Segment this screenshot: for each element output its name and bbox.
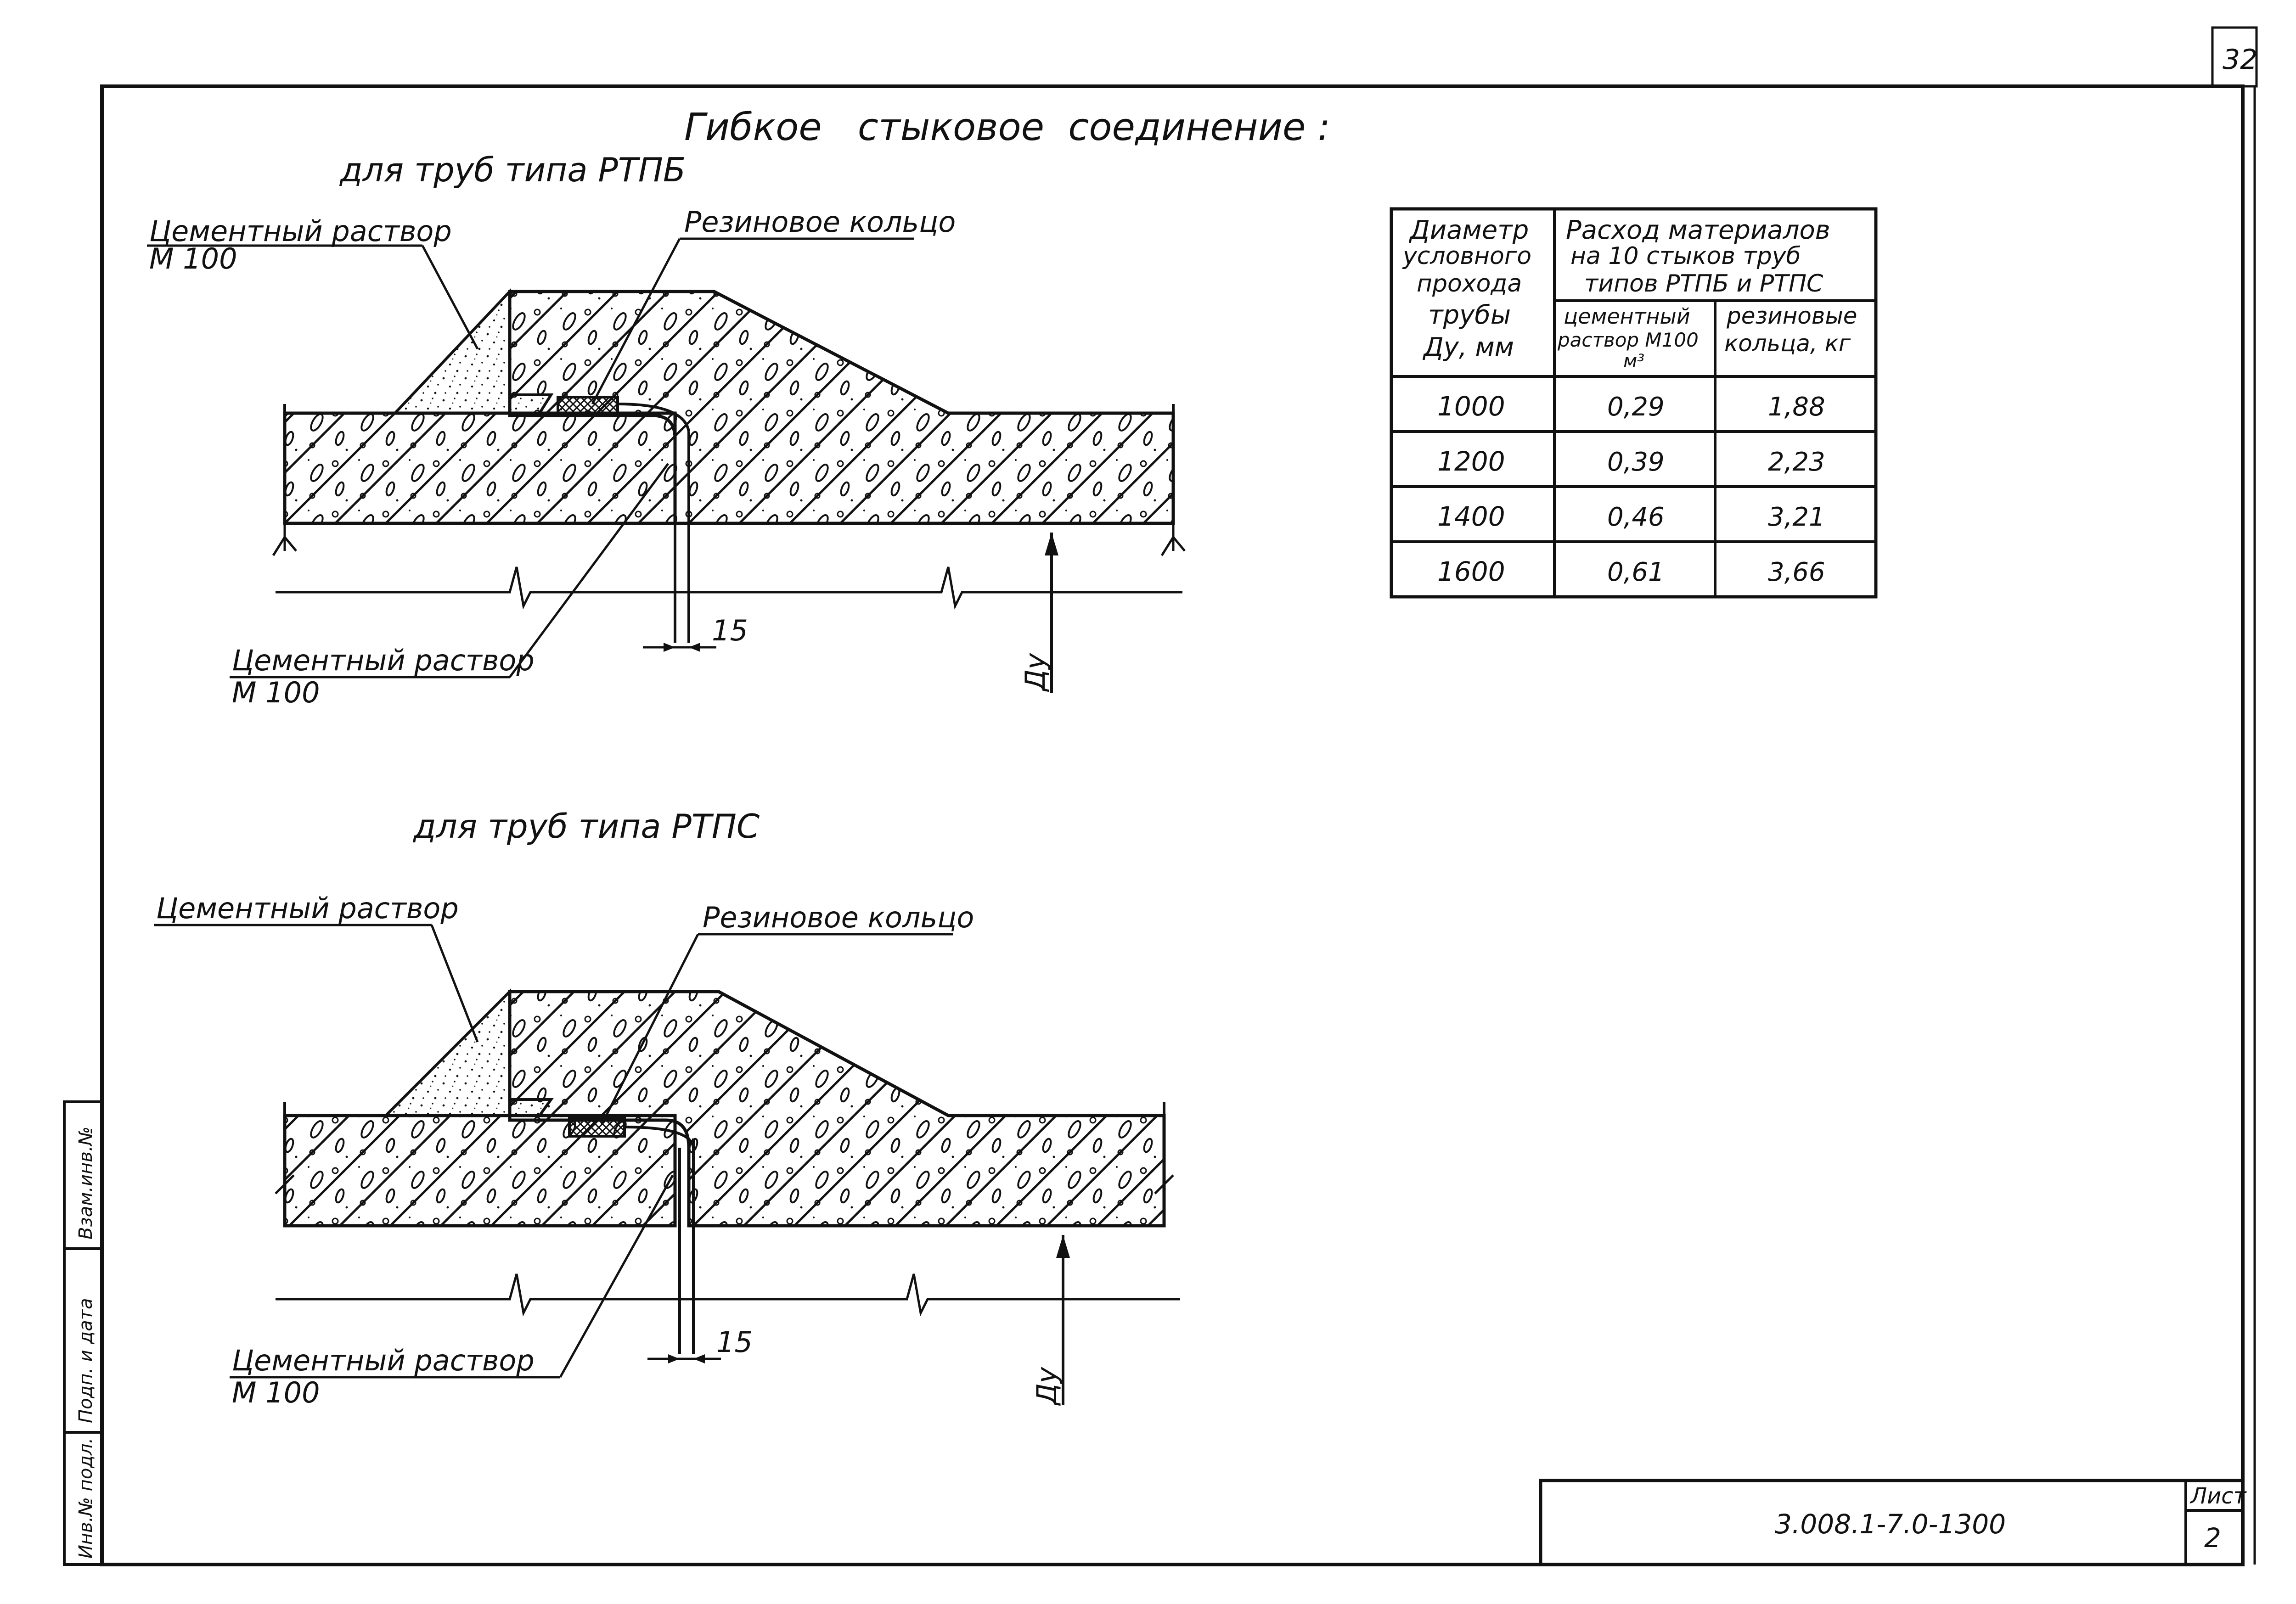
cell-diameter: 1600 (1437, 556, 1505, 587)
cell-rings: 2,23 (1768, 447, 1825, 477)
detail-rtpb-dim-diameter: Ду (1019, 652, 1052, 692)
sheet-number: 2 (2204, 1522, 2221, 1554)
table-border (1390, 207, 1878, 599)
detail-rtps: для труб типа РТПС Ду 15 Цементный раств… (154, 807, 1180, 1409)
detail-rtpb-subtitle: для труб типа РТПБ (339, 151, 686, 189)
drawing-title: Гибкое стыковое соединение : (684, 106, 1330, 149)
mortar-wedge (392, 288, 554, 415)
cell-mortar: 0,46 (1607, 502, 1665, 532)
detail-rtpb-label-mortar-top-l2: М 100 (149, 242, 237, 275)
pipe-left-section (283, 411, 677, 525)
detail-rtpb-label-mortar-bottom-l1: Цементный раствор (232, 644, 535, 677)
cell-mortar: 0,29 (1607, 392, 1665, 422)
cell-diameter: 1000 (1437, 391, 1505, 422)
table-row: 1000 0,29 1,88 (1437, 391, 1825, 422)
margin-label-signature-date: Подп. и дата (75, 1298, 96, 1423)
th-mortar-l2: раствор М100 (1557, 329, 1699, 351)
detail-rtps-label-mortar-bottom-l2: М 100 (232, 1376, 320, 1409)
th-group-l1: Расход материалов (1566, 215, 1830, 245)
mortar-wedge (382, 988, 554, 1117)
cell-rings: 1,88 (1768, 392, 1825, 422)
th-mortar-l1: цементный (1564, 304, 1690, 329)
margin-label-original-inv: Инв.№ подл. (75, 1438, 96, 1559)
detail-rtpb-label-mortar-bottom-l2: М 100 (232, 676, 320, 709)
document-code: 3.008.1-7.0-1300 (1775, 1509, 2006, 1540)
diameter-base-line (276, 1273, 1180, 1317)
materials-table: Диаметр условного прохода трубы Ду, мм Р… (1390, 207, 1878, 599)
cell-diameter: 1400 (1437, 501, 1505, 532)
diameter-base-line (276, 566, 1182, 610)
th-diameter-l3: прохода (1417, 270, 1522, 297)
table-row: 1200 0,39 2,23 (1437, 446, 1825, 477)
detail-rtpb-label-ring: Резиновое кольцо (684, 205, 956, 239)
th-rings-l1: резиновые (1726, 303, 1857, 329)
margin-strip (63, 1100, 103, 1566)
th-diameter-l2: условного (1402, 242, 1531, 270)
detail-rtps-label-ring: Резиновое кольцо (703, 901, 974, 934)
margin-label-replacement-inv: Взам.инв.№ (75, 1127, 96, 1239)
detail-rtps-dim-diameter: Ду (1031, 1366, 1063, 1406)
th-diameter-l5: Ду, мм (1422, 332, 1514, 362)
rubber-ring (568, 1116, 626, 1138)
sheet-frame (100, 84, 2245, 1566)
cell-rings: 3,66 (1768, 557, 1825, 587)
detail-rtpb: для труб типа РТПБ Ду 15 Цементный рас (147, 151, 1186, 709)
title-block: 3.008.1-7.0-1300 Лист 2 (1539, 1479, 2247, 1566)
corner-number-box (2211, 26, 2258, 88)
cell-diameter: 1200 (1437, 446, 1505, 477)
table-row: 1400 0,46 3,21 (1437, 501, 1825, 532)
detail-rtpb-dim-gap: 15 (712, 614, 748, 647)
th-mortar-l3: м³ (1623, 351, 1644, 372)
cell-mortar: 0,39 (1607, 447, 1665, 477)
cell-mortar: 0,61 (1607, 557, 1665, 587)
cell-rings: 3,21 (1768, 502, 1825, 532)
th-rings-l2: кольца, кг (1724, 330, 1851, 357)
th-group-l3: типов РТПБ и РТПС (1584, 270, 1823, 297)
th-group-l2: на 10 стыков труб (1570, 242, 1801, 270)
th-diameter-l4: трубы (1428, 300, 1511, 330)
corner-number: 32 (2223, 44, 2257, 76)
detail-rtpb-label-mortar-top-l1: Цементный раствор (149, 214, 452, 248)
detail-rtps-label-mortar-bottom-l1: Цементный раствор (232, 1344, 535, 1377)
detail-rtps-label-mortar-top-l1: Цементный раствор (156, 892, 459, 925)
sheet-label: Лист (2189, 1483, 2247, 1509)
th-diameter-l1: Диаметр (1408, 215, 1529, 245)
detail-rtps-dim-gap: 15 (716, 1325, 753, 1359)
table-row: 1600 0,61 3,66 (1437, 556, 1825, 587)
rubber-ring (557, 396, 619, 417)
detail-rtps-subtitle: для труб типа РТПС (412, 807, 760, 846)
